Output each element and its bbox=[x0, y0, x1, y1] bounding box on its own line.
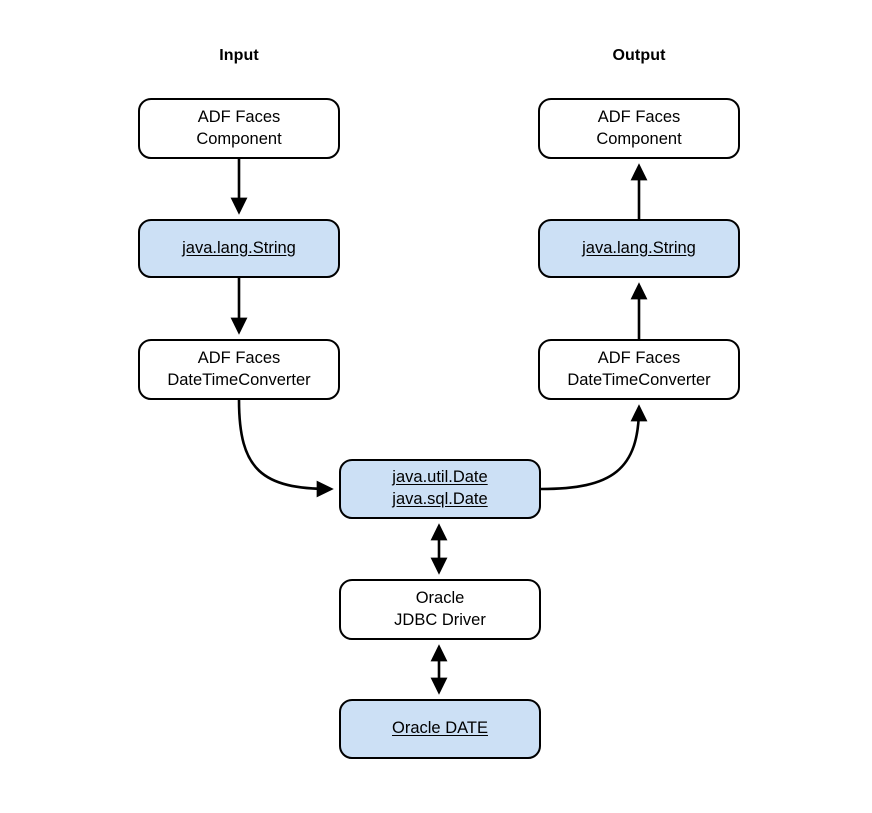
node-label-line: ADF Faces bbox=[597, 107, 681, 126]
node-label-line: java.lang.String bbox=[582, 238, 696, 257]
node-label-line: java.sql.Date bbox=[392, 490, 488, 508]
node-label-line: DateTimeConverter bbox=[567, 370, 711, 389]
node-label-line: DateTimeConverter bbox=[167, 370, 311, 389]
node-java-lang-string-input[interactable]: java.lang.String bbox=[138, 219, 340, 278]
node-label-line: java.util.Date bbox=[392, 468, 488, 487]
node-java-lang-string-output[interactable]: java.lang.String bbox=[538, 219, 740, 278]
node-oracle-date[interactable]: Oracle DATE bbox=[339, 699, 541, 759]
node-label-line: Component bbox=[596, 129, 682, 148]
node-label-line: Oracle DATE bbox=[392, 719, 488, 738]
node-label-line: ADF Faces bbox=[597, 348, 681, 367]
node-label-line: Component bbox=[196, 129, 282, 148]
column-header-input: Input bbox=[219, 47, 259, 64]
node-java-date-types[interactable]: java.util.Date java.sql.Date bbox=[339, 459, 541, 519]
node-label-line: Oracle bbox=[415, 588, 465, 607]
edge-date-to-converter-output bbox=[540, 404, 648, 491]
node-label-line: JDBC Driver bbox=[394, 610, 486, 629]
column-header-output: Output bbox=[612, 47, 666, 64]
node-label-line: java.lang.String bbox=[182, 238, 296, 257]
node-label-line: ADF Faces bbox=[197, 348, 281, 367]
node-label-line: ADF Faces bbox=[197, 107, 281, 126]
edge-converter-to-date-input bbox=[237, 399, 334, 498]
